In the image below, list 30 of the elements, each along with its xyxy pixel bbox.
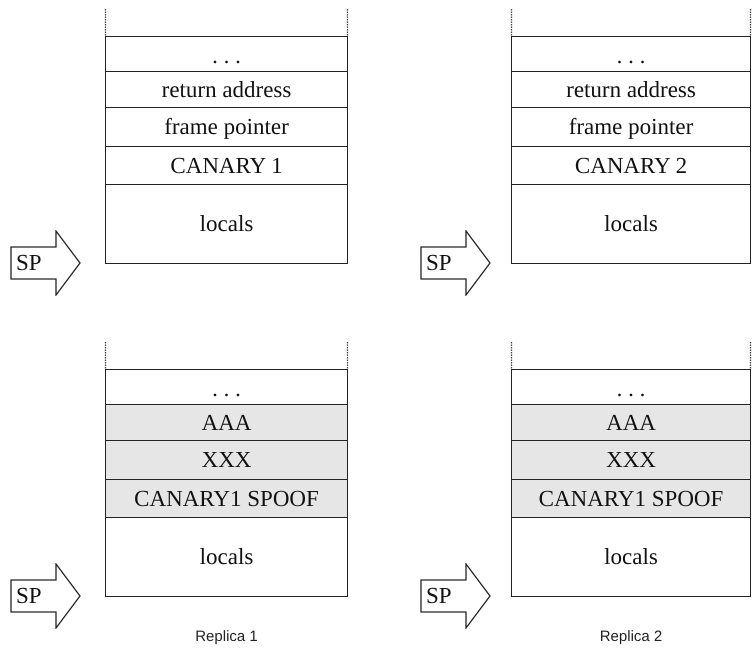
- stack-slot: locals: [511, 517, 751, 597]
- stack-slot: . . .: [511, 369, 751, 405]
- pointer-label: SP: [16, 251, 42, 274]
- stack-slot: locals: [105, 517, 348, 597]
- stack-slot: CANARY 2: [511, 146, 751, 185]
- pointer-label: SP: [426, 584, 452, 607]
- stack-slot: . . .: [511, 36, 751, 72]
- stack-slot: AAA: [511, 404, 751, 441]
- stack-slot: locals: [105, 184, 348, 264]
- stack-slot: XXX: [105, 440, 348, 480]
- stack-slot: . . .: [105, 36, 348, 72]
- stack-slot: CANARY1 SPOOF: [511, 479, 751, 518]
- stack-slot: . . .: [105, 369, 348, 405]
- stack-pointer-arrow: [420, 230, 491, 296]
- pointer-label: SP: [16, 584, 42, 607]
- stack-slot: XXX: [511, 440, 751, 480]
- replica-caption: Replica 2: [598, 628, 664, 645]
- stack-slot: AAA: [105, 404, 348, 441]
- stack-slot: frame pointer: [105, 107, 348, 147]
- stack-slot: frame pointer: [511, 107, 751, 147]
- stack-slot: CANARY1 SPOOF: [105, 479, 348, 518]
- stack-slot: return address: [511, 71, 751, 108]
- pointer-label: SP: [426, 251, 452, 274]
- stack-pointer-arrow: [10, 230, 81, 296]
- stack-slot: CANARY 1: [105, 146, 348, 185]
- stack-pointer-arrow: [420, 563, 491, 629]
- stack-slot: locals: [511, 184, 751, 264]
- stack-slot: return address: [105, 71, 348, 108]
- stack-pointer-arrow: [10, 563, 81, 629]
- replica-caption: Replica 1: [194, 628, 259, 645]
